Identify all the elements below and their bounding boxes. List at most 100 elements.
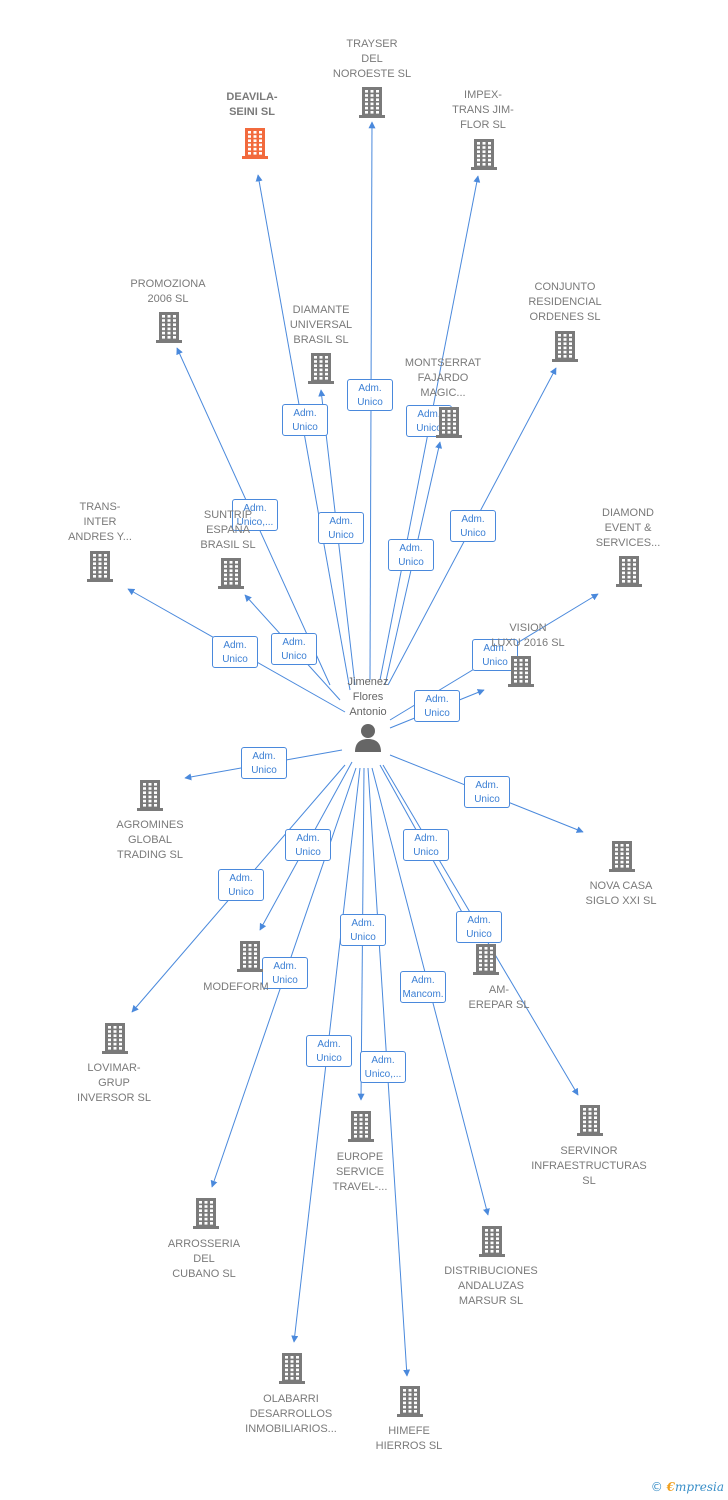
company-label-line: DEL bbox=[193, 1253, 215, 1265]
company-node-diamond[interactable] bbox=[614, 554, 644, 588]
role-badge-suntrip[interactable]: Adm.Unico bbox=[271, 633, 317, 665]
role-badge-text: Adm. bbox=[229, 873, 253, 884]
building-icon bbox=[609, 841, 635, 872]
company-label-line: TRAVEL-... bbox=[332, 1181, 388, 1193]
company-node-suntrip[interactable] bbox=[216, 556, 246, 590]
company-node-lovimar[interactable] bbox=[100, 1021, 130, 1055]
person-name-line: Jimenez bbox=[347, 676, 389, 688]
role-badge-arrosseria[interactable]: Adm.Unico bbox=[262, 957, 308, 989]
company-node-himefe[interactable] bbox=[395, 1384, 425, 1418]
company-node-impex[interactable] bbox=[469, 137, 499, 171]
role-badge-text: Unico bbox=[272, 975, 298, 986]
role-badge-diamond[interactable]: Adm.Unico bbox=[472, 639, 518, 671]
role-badge-text: Unico,... bbox=[364, 1069, 402, 1080]
company-label-line: SUNTRIP bbox=[203, 509, 253, 521]
building-icon bbox=[137, 780, 163, 811]
company-label-line: INVERSOR SL bbox=[77, 1092, 151, 1104]
building-icon bbox=[308, 353, 334, 384]
company-node-deavila[interactable] bbox=[240, 126, 270, 160]
company-node-trayser[interactable] bbox=[357, 85, 387, 119]
role-badge-servinor[interactable]: Adm.Unico bbox=[456, 911, 502, 943]
company-label-amerepar[interactable]: AM-EREPAR SL bbox=[434, 983, 564, 1013]
role-badge-distribuciones[interactable]: Adm.Mancom. bbox=[400, 971, 446, 1003]
role-badge-text: Unico bbox=[357, 397, 383, 408]
company-node-agromines[interactable] bbox=[135, 778, 165, 812]
role-badge-diamante[interactable]: Adm.Unico bbox=[318, 512, 364, 544]
company-label-line: TRANS JIM- bbox=[452, 104, 514, 116]
person-name-line: Antonio bbox=[349, 706, 387, 718]
role-badge-text: Unico bbox=[398, 557, 424, 568]
role-badge-olabarri[interactable]: Adm.Unico bbox=[306, 1035, 352, 1067]
company-label-line: MODEFORM bbox=[203, 981, 269, 993]
company-node-distribuciones[interactable] bbox=[477, 1224, 507, 1258]
building-icon bbox=[242, 128, 268, 159]
company-label-line: ANDALUZAS bbox=[457, 1280, 525, 1292]
company-label-modeform[interactable]: MODEFORM bbox=[171, 980, 301, 995]
company-node-arrosseria[interactable] bbox=[191, 1196, 221, 1230]
brand-initial: € bbox=[666, 1480, 675, 1494]
role-badge-promoziona[interactable]: Adm.Unico,... bbox=[232, 499, 278, 531]
building-icon bbox=[359, 87, 385, 118]
company-node-servinor[interactable] bbox=[575, 1103, 605, 1137]
company-node-modeform[interactable] bbox=[235, 939, 265, 973]
company-node-promoziona[interactable] bbox=[154, 310, 184, 344]
company-node-conjunto[interactable] bbox=[550, 329, 580, 363]
role-badge-text: Adm. bbox=[252, 751, 276, 762]
company-label-impex[interactable]: IMPEX-TRANS JIM-FLOR SL bbox=[418, 88, 548, 133]
role-badge-text: Adm. bbox=[223, 640, 247, 651]
company-label-line: TRADING SL bbox=[116, 849, 183, 861]
company-node-diamante[interactable] bbox=[306, 351, 336, 385]
building-icon bbox=[577, 1105, 603, 1136]
role-badge-novacasa[interactable]: Adm.Unico bbox=[464, 776, 510, 808]
company-node-vision[interactable] bbox=[506, 654, 536, 688]
building-icon bbox=[87, 551, 113, 582]
role-badge-trayser[interactable]: Adm.Unico bbox=[347, 379, 393, 411]
company-label-line: INMOBILIARIOS... bbox=[245, 1423, 337, 1435]
company-label-deavila[interactable]: DEAVILA-SEINI SL bbox=[187, 90, 317, 120]
role-badge-himefe[interactable]: Adm.Unico,... bbox=[360, 1051, 406, 1083]
role-badge-lovimar[interactable]: Adm.Unico bbox=[218, 869, 264, 901]
person-node[interactable]: Jimenez Flores Antonio bbox=[328, 675, 408, 752]
role-badge-transinter[interactable]: Adm. Unico bbox=[212, 636, 258, 668]
company-node-montserrat[interactable] bbox=[434, 405, 464, 439]
company-label-line: FLOR SL bbox=[460, 119, 506, 131]
role-badge-agromines[interactable]: Adm.Unico bbox=[241, 747, 287, 779]
role-badge-text: Unico bbox=[292, 422, 318, 433]
company-label-line: INFRAESTRUCTURAS SL bbox=[531, 1160, 647, 1187]
role-badge-text: Adm. bbox=[425, 694, 449, 705]
company-label-line: DESARROLLOS bbox=[249, 1408, 333, 1420]
role-badge-europe[interactable]: Adm.Unico bbox=[340, 914, 386, 946]
role-badge-text: Unico,... bbox=[236, 517, 274, 528]
role-badge-text: Unico bbox=[222, 654, 248, 665]
company-node-olabarri[interactable] bbox=[277, 1351, 307, 1385]
role-badge-vision[interactable]: Adm.Unico bbox=[414, 690, 460, 722]
role-badge-amerepar[interactable]: Adm.Unico bbox=[403, 829, 449, 861]
company-node-amerepar[interactable] bbox=[471, 942, 501, 976]
company-node-transinter[interactable] bbox=[85, 549, 115, 583]
role-badge-modeform[interactable]: Adm.Unico bbox=[285, 829, 331, 861]
role-badge-text: Unico bbox=[466, 929, 492, 940]
role-badge-conjunto[interactable]: Adm.Unico bbox=[450, 510, 496, 542]
company-node-novacasa[interactable] bbox=[607, 839, 637, 873]
role-badge-montserrat[interactable]: Adm.Unico bbox=[388, 539, 434, 571]
role-badge-deavila[interactable]: Adm.Unico bbox=[282, 404, 328, 436]
company-node-europe[interactable] bbox=[346, 1109, 376, 1143]
